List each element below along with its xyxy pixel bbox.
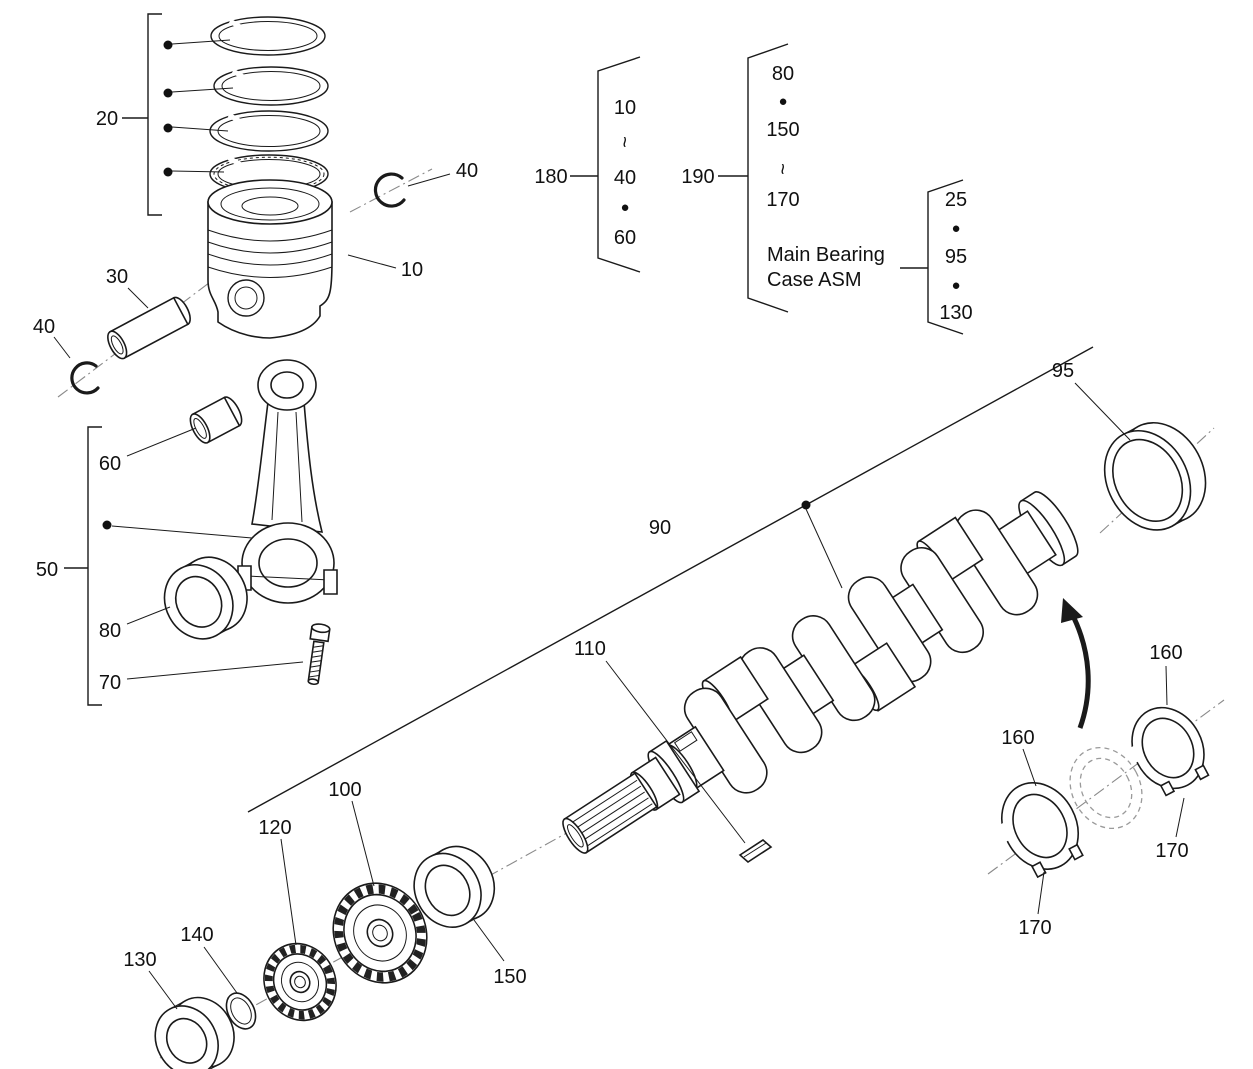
rear-main-bearing-95: [1103, 421, 1207, 531]
legend-mbc-item-25: 25: [945, 189, 967, 211]
bracket-180: [597, 56, 641, 273]
legend-mbc-bullet-1: ●: [951, 220, 960, 237]
legend-180-item-10: 10: [614, 97, 636, 119]
thrust-washer-160-left: [993, 782, 1084, 879]
woodruff-key: [738, 838, 773, 864]
legend-180-bullet: ●: [620, 199, 629, 216]
circlip-left: [70, 361, 100, 395]
callout-190-group: 190: [681, 166, 714, 188]
callout-130-bearing: 130: [123, 949, 156, 971]
callout-140-washer: 140: [180, 924, 213, 946]
bracket-20: [147, 13, 162, 216]
callout-40-circlip-top: 40: [456, 160, 478, 182]
bearing-130: [154, 996, 235, 1069]
crank-gear: [332, 882, 428, 984]
crankshaft: [562, 491, 1079, 854]
piston: [207, 179, 333, 339]
piston-pin: [107, 296, 191, 360]
callout-90-crankshaft: 90: [649, 517, 671, 539]
callout-160-left: 160: [1001, 727, 1034, 749]
callout-80-rod-bearing: 80: [99, 620, 121, 642]
legend-mbc-item-130: 130: [939, 302, 972, 324]
bracket-main-bearing-case: [927, 179, 964, 335]
legend-190-note-line2: Case ASM: [767, 269, 861, 291]
bracket-190: [747, 43, 789, 313]
legend-190-tilde: ~: [771, 163, 793, 175]
callout-70-bolt: 70: [99, 672, 121, 694]
washer-140: [225, 992, 257, 1030]
legend-mbc-item-95: 95: [945, 246, 967, 268]
callout-30-pin: 30: [106, 266, 128, 288]
callout-20-rings: 20: [96, 108, 118, 130]
legend-180-item-40: 40: [614, 167, 636, 189]
callout-60-bushing: 60: [99, 453, 121, 475]
thrust-washer-160-right: [1124, 706, 1210, 797]
callout-150-bearing: 150: [493, 966, 526, 988]
callout-10-piston: 10: [401, 259, 423, 281]
centerline-piston-pin: [57, 266, 231, 398]
callout-160-right: 160: [1149, 642, 1182, 664]
legend-180-item-60: 60: [614, 227, 636, 249]
callout-95-rear-bearing: 95: [1052, 360, 1074, 382]
callout-180-group: 180: [534, 166, 567, 188]
callout-50-rod-group: 50: [36, 559, 58, 581]
leader-lines: [53, 39, 1185, 1010]
main-bearing-shell-150: [413, 845, 496, 928]
centerline-circlip-top: [349, 168, 433, 213]
legend-190-item-150: 150: [766, 119, 799, 141]
legend-190-item-80: 80: [772, 63, 794, 85]
rod-bolt: [307, 623, 331, 686]
circlip-top: [373, 172, 406, 208]
legend-mbc-bullet-2: ●: [951, 277, 960, 294]
idler-gear: [263, 942, 337, 1022]
legend-190-item-170: 170: [766, 189, 799, 211]
bracket-50: [87, 426, 102, 706]
rod-bearing-shell: [163, 556, 248, 640]
callout-170-left: 170: [1018, 917, 1051, 939]
callout-100-gear: 100: [328, 779, 361, 801]
install-arrow: [1061, 598, 1091, 729]
legend-190-note-line1: Main Bearing: [767, 244, 885, 266]
callout-40-circlip-left: 40: [33, 316, 55, 338]
connecting-rod: [237, 359, 338, 604]
callout-170-right: 170: [1155, 840, 1188, 862]
callout-110-key: 110: [574, 638, 606, 660]
ghost-bearing-case: [1069, 746, 1143, 830]
legend-190-bullet: ●: [778, 93, 787, 110]
small-end-bushing: [189, 396, 243, 444]
piston-rings: [209, 16, 329, 194]
legend-180-tilde: ~: [613, 136, 635, 148]
callout-120-gear: 120: [258, 817, 291, 839]
